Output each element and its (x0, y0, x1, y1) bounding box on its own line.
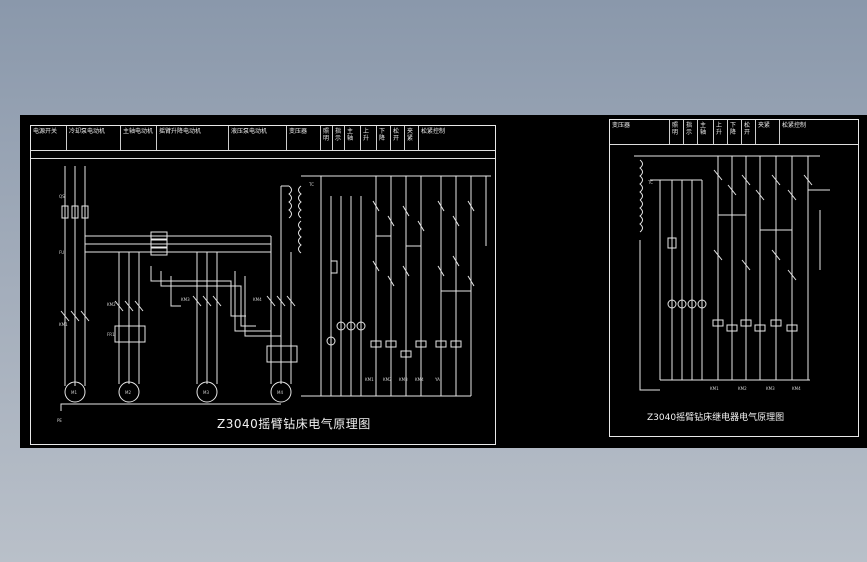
svg-text:PE: PE (57, 418, 62, 423)
relay-header-row: 变压器 照明 指示 主轴 上升 下降 松开 夹紧 松紧控制 (610, 120, 858, 145)
header-cell: 照明 (670, 120, 684, 144)
svg-text:M1: M1 (71, 390, 77, 395)
svg-text:KM3: KM3 (766, 386, 775, 391)
header-cell: 主轴 (698, 120, 714, 144)
svg-text:KM4: KM4 (253, 297, 262, 302)
svg-text:KM4: KM4 (415, 377, 424, 382)
header-cell: 松紧控制 (421, 128, 446, 135)
header-cell: 液压泵电动机 (229, 126, 287, 150)
svg-text:FR1: FR1 (107, 332, 115, 337)
header-cell: 松开 (391, 126, 405, 150)
header-cell: 主轴电动机 (121, 126, 157, 150)
svg-text:KM2: KM2 (738, 386, 747, 391)
svg-text:M3: M3 (203, 390, 209, 395)
header-cell: 指示 (333, 126, 345, 150)
header-cell: 下降 (728, 120, 742, 144)
svg-text:KM1: KM1 (710, 386, 719, 391)
svg-text:KM2: KM2 (383, 377, 392, 382)
svg-text:YA: YA (434, 377, 440, 382)
header-cell: 指示 (684, 120, 698, 144)
svg-text:KM4: KM4 (792, 386, 801, 391)
header-cell: 上升 (714, 120, 728, 144)
svg-text:QS: QS (59, 194, 65, 199)
drawing-title: Z3040摇臂钻床电气原理图 (217, 417, 371, 431)
header-cell: 变压器 (610, 120, 670, 144)
main-header-row: 电源开关 冷却泵电动机 主轴电动机 摇臂升降电动机 液压泵电动机 变压器 照明 … (31, 126, 495, 151)
svg-text:KM1: KM1 (59, 322, 68, 327)
header-cell: 变压器 (287, 126, 321, 150)
header-cell: 夹紧 (405, 126, 419, 150)
svg-text:TC: TC (647, 180, 653, 185)
relay-drawing-title: Z3040摇臂钻床继电器电气原理图 (647, 413, 785, 423)
header-cell: 电源开关 (31, 126, 67, 150)
main-drawing-sheet[interactable]: 电源开关 冷却泵电动机 主轴电动机 摇臂升降电动机 液压泵电动机 变压器 照明 … (30, 125, 496, 445)
relay-drawing-sheet[interactable]: 变压器 照明 指示 主轴 上升 下降 松开 夹紧 松紧控制 (609, 119, 859, 437)
header-cell: 主轴 (345, 126, 361, 150)
svg-text:KM1: KM1 (365, 377, 374, 382)
svg-text:TC: TC (308, 182, 314, 187)
header-cell: 照明 (321, 126, 333, 150)
main-circuit-schematic: QS FU KM1 KM2 FR1 KM3 KM4 PE M1 M2 M3 M4… (57, 166, 491, 423)
header-cell: 摇臂升降电动机 (157, 126, 229, 150)
svg-text:M4: M4 (277, 390, 283, 395)
svg-text:KM3: KM3 (399, 377, 408, 382)
header-cell: 冷却泵电动机 (67, 126, 121, 150)
svg-text:M2: M2 (125, 390, 131, 395)
main-header-subrow (31, 150, 495, 159)
header-cell: 松开 (742, 120, 756, 144)
header-cell: 下降 (377, 126, 391, 150)
svg-text:KM3: KM3 (181, 297, 190, 302)
svg-text:KM2: KM2 (107, 302, 116, 307)
header-cell: 上升 (361, 126, 377, 150)
svg-text:FU: FU (59, 250, 64, 255)
model-space[interactable]: 电源开关 冷却泵电动机 主轴电动机 摇臂升降电动机 液压泵电动机 变压器 照明 … (20, 115, 867, 448)
header-cell: 松紧控制 (782, 122, 807, 129)
relay-circuit-schematic: TC KM1 KM2 KM3 KM4 (634, 155, 830, 391)
header-cell: 夹紧 (756, 120, 780, 144)
